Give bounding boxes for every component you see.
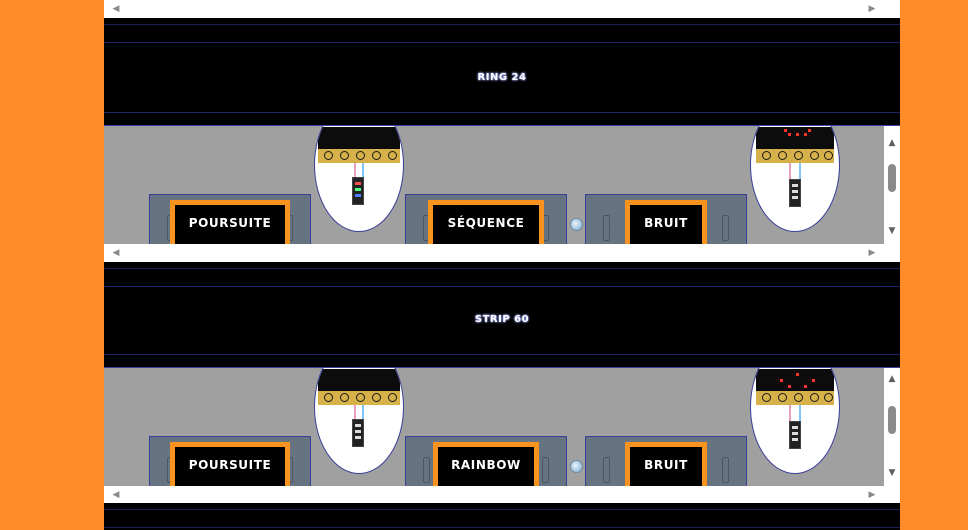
led-connector-icon — [352, 419, 364, 447]
top-horizontal-scrollbar[interactable]: ◀ ▶ — [104, 0, 900, 18]
sequence-button[interactable]: SÉQUENCE — [428, 200, 544, 246]
microbit-board-icon — [318, 127, 400, 163]
poursuite-button[interactable]: POURSUITE — [170, 442, 290, 488]
led-connector-icon — [789, 421, 801, 449]
microbit-simulator — [750, 126, 840, 232]
microbit-board-icon — [756, 369, 834, 405]
scroll-left-icon[interactable]: ◀ — [112, 4, 120, 14]
section-horizontal-scrollbar[interactable]: ◀ ▶ — [104, 244, 900, 262]
scroll-down-icon[interactable]: ▼ — [888, 226, 896, 236]
scroll-thumb[interactable] — [888, 406, 896, 434]
section-horizontal-scrollbar[interactable]: ◀ ▶ — [104, 486, 900, 504]
section-title: RING 24 — [477, 72, 527, 83]
microbit-simulator — [314, 368, 404, 474]
program-panel-ring[interactable]: POURSUITE SÉQUENCE BRUIT — [104, 125, 900, 246]
led-connector-icon — [789, 179, 801, 207]
vertical-scrollbar[interactable]: ▲ ▼ — [884, 126, 900, 246]
app-frame: ◀ ▶ RING 24 POURSUITE SÉQUENCE — [104, 0, 900, 530]
scroll-left-icon[interactable]: ◀ — [112, 248, 120, 258]
bruit-button[interactable]: BRUIT — [625, 200, 707, 246]
bruit-button[interactable]: BRUIT — [625, 442, 707, 488]
scroll-up-icon[interactable]: ▲ — [888, 138, 896, 148]
vertical-scrollbar[interactable]: ▲ ▼ — [884, 368, 900, 488]
scroll-right-icon[interactable]: ▶ — [868, 490, 876, 500]
section-header-ring: RING 24 — [104, 18, 900, 125]
section-title: STRIP 60 — [474, 314, 530, 325]
scroll-thumb[interactable] — [888, 164, 896, 192]
led-connector-icon — [352, 177, 364, 205]
connector-dot-icon — [570, 218, 583, 231]
scroll-up-icon[interactable]: ▲ — [888, 374, 896, 384]
microbit-simulator — [314, 126, 404, 232]
rainbow-button[interactable]: RAINBOW — [433, 442, 539, 488]
scroll-right-icon[interactable]: ▶ — [868, 4, 876, 14]
microbit-board-icon — [318, 369, 400, 405]
poursuite-button[interactable]: POURSUITE — [170, 200, 290, 246]
scroll-left-icon[interactable]: ◀ — [112, 490, 120, 500]
connector-dot-icon — [570, 460, 583, 473]
microbit-simulator — [750, 368, 840, 474]
section-header-partial — [104, 503, 900, 530]
section-header-strip: STRIP 60 — [104, 262, 900, 367]
program-panel-strip[interactable]: POURSUITE RAINBOW BRUIT — [104, 367, 900, 488]
scroll-down-icon[interactable]: ▼ — [888, 468, 896, 478]
scroll-right-icon[interactable]: ▶ — [868, 248, 876, 258]
microbit-board-icon — [756, 127, 834, 163]
